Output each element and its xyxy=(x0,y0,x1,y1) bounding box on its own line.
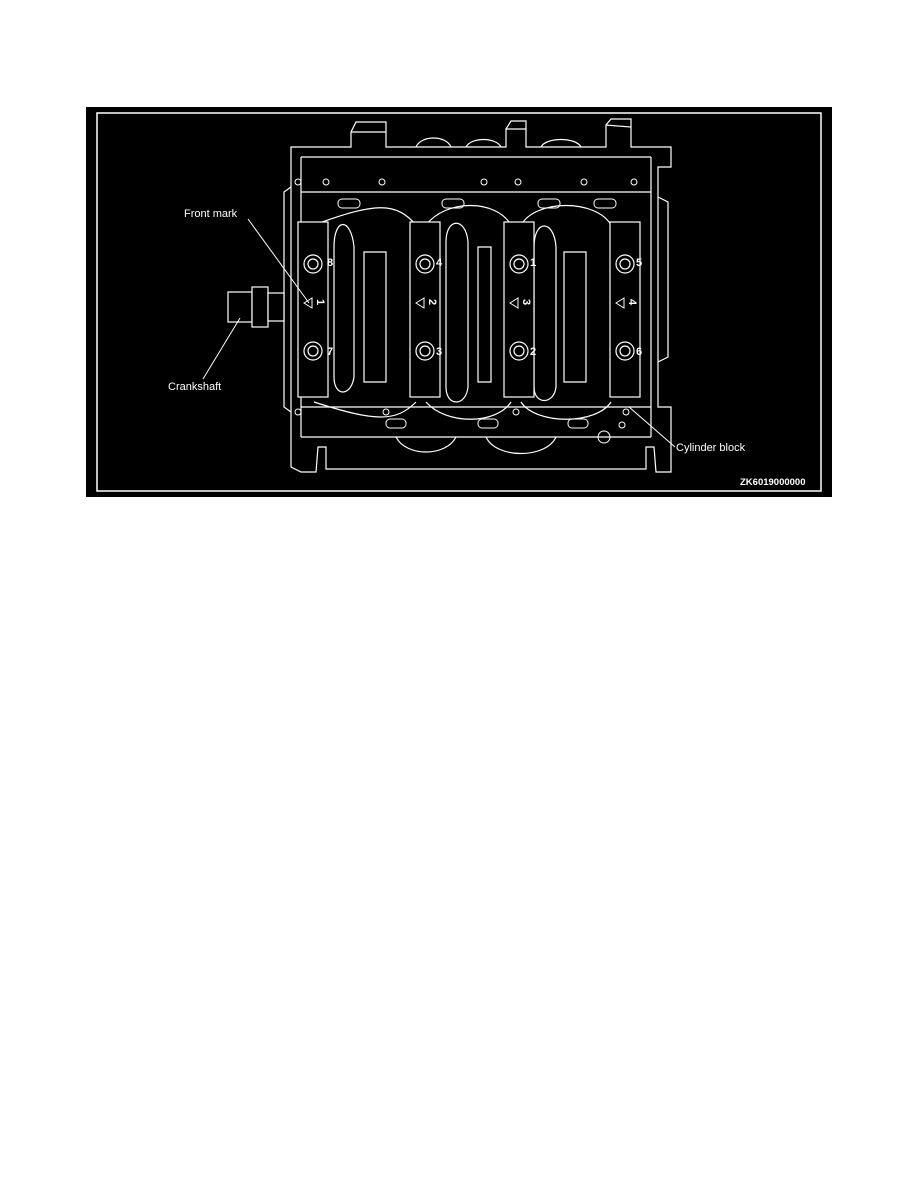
front-mark-arrow-icon xyxy=(303,297,313,309)
front-mark-leader xyxy=(247,218,310,304)
svg-text:2: 2 xyxy=(426,299,438,305)
bolt-8 xyxy=(303,254,323,274)
svg-text:4: 4 xyxy=(626,299,638,306)
figure-frame xyxy=(96,112,822,492)
bearing-cap-1 xyxy=(297,221,329,398)
bolt-6 xyxy=(615,341,635,361)
cap-mark-4: 4 xyxy=(615,297,638,309)
front-mark-arrow-icon xyxy=(415,297,425,309)
bolt-number-7: 7 xyxy=(327,346,333,358)
cap-mark-2: 2 xyxy=(415,297,438,309)
crankshaft-label: Crankshaft xyxy=(168,381,221,393)
cap-bolts xyxy=(303,254,635,361)
front-mark-label: Front mark xyxy=(184,208,238,220)
bearing-cap-4 xyxy=(609,221,641,398)
bolt-number-6: 6 xyxy=(636,346,642,358)
cylinder-block-label: Cylinder block xyxy=(676,442,746,454)
bolt-4 xyxy=(415,254,435,274)
bolt-2 xyxy=(509,341,529,361)
bolt-7 xyxy=(303,341,323,361)
bolt-number-3: 3 xyxy=(436,346,442,358)
figure-code: ZK6019000000 xyxy=(740,477,806,488)
bolt-3 xyxy=(415,341,435,361)
front-mark-arrow-icon xyxy=(509,297,519,309)
bolt-number-2: 2 xyxy=(530,346,536,358)
bearing-cap-3 xyxy=(503,221,535,398)
bearing-cap-2 xyxy=(409,221,441,398)
bearing-caps xyxy=(297,221,641,398)
bolt-number-4: 4 xyxy=(436,257,443,269)
bolt-1 xyxy=(509,254,529,274)
crank-webs xyxy=(313,205,639,420)
bolt-number-1: 1 xyxy=(530,257,536,269)
block-holes xyxy=(294,178,638,444)
svg-text:1: 1 xyxy=(314,299,326,305)
leader-lines xyxy=(202,218,676,448)
front-mark-arrow-icon xyxy=(615,297,625,309)
cap-mark-1: 1 xyxy=(303,297,326,309)
svg-text:3: 3 xyxy=(520,299,532,305)
crankshaft-leader xyxy=(202,317,241,380)
engine-diagram-figure: 8 7 4 3 1 2 5 6 1 2 3 4 Front mark Crank… xyxy=(86,107,832,497)
cap-mark-3: 3 xyxy=(509,297,532,309)
bolt-number-5: 5 xyxy=(636,257,642,269)
cylinder-block-illustration: 8 7 4 3 1 2 5 6 1 2 3 4 Front mark Crank… xyxy=(96,112,822,492)
crankshaft-snout xyxy=(227,286,285,328)
cylinder-block-leader xyxy=(628,406,676,448)
bolt-number-8: 8 xyxy=(327,257,333,269)
bolt-5 xyxy=(615,254,635,274)
